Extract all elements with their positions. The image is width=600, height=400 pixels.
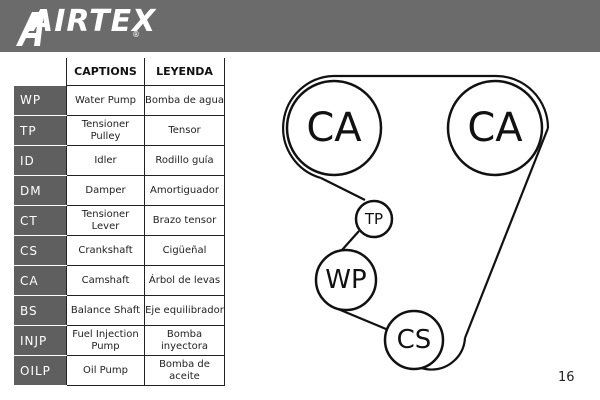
row-code: OILP	[14, 355, 67, 386]
belt-segment-tp-wp	[341, 230, 360, 251]
brand-header: AIRTEX ®	[0, 0, 600, 52]
belt-segment-ca-tp	[320, 177, 366, 201]
row-caption: Idler	[66, 145, 145, 176]
row-leyenda: Eje equilibrador	[144, 295, 225, 326]
row-code: TP	[14, 115, 67, 146]
row-leyenda: Bomba inyectora	[144, 325, 225, 356]
row-leyenda: Bomba de agua	[144, 85, 225, 116]
page-number: 16	[558, 370, 575, 385]
brand-name: AIRTEX	[30, 4, 157, 39]
row-leyenda: Rodillo guía	[144, 145, 225, 176]
pulley-ca-right-label: CA	[467, 105, 523, 151]
row-leyenda: Tensor	[144, 115, 225, 146]
row-caption: Damper	[66, 175, 145, 206]
belt-segment-right	[463, 127, 550, 339]
row-leyenda: Brazo tensor	[144, 205, 225, 236]
row-leyenda: Amortiguador	[144, 175, 225, 206]
row-code: INJP	[14, 325, 67, 356]
belt-wrap-ca-left	[282, 74, 334, 180]
belt-routing-diagram: CA CA TP WP CS	[282, 74, 550, 371]
row-caption: Camshaft	[66, 265, 145, 296]
row-code: BS	[14, 295, 67, 326]
belt-wrap-ca-right	[495, 74, 550, 129]
row-code: WP	[14, 85, 67, 116]
row-caption: Tensioner Lever	[66, 205, 145, 236]
pulley-cs-label: CS	[397, 325, 432, 355]
airtex-logo	[16, 12, 44, 46]
row-code: ID	[14, 145, 67, 176]
row-leyenda: Bomba de aceite	[144, 355, 225, 386]
pulley-tp: TP	[354, 199, 394, 239]
row-caption: Water Pump	[66, 85, 145, 116]
pulley-tp-label: TP	[364, 210, 383, 228]
pulley-wp: WP	[314, 248, 378, 312]
pulley-wp-label: WP	[325, 265, 366, 295]
pulley-ca-left: CA	[285, 79, 383, 177]
table-header-row: CAPTIONS LEYENDA	[14, 58, 225, 86]
row-code: CS	[14, 235, 67, 266]
row-caption: Crankshaft	[66, 235, 145, 266]
row-leyenda: Cigüeñal	[144, 235, 225, 266]
row-caption: Balance Shaft	[66, 295, 145, 326]
row-code: CA	[14, 265, 67, 296]
row-caption: Tensioner Pulley	[66, 115, 145, 146]
table-corner	[14, 58, 67, 86]
pulley-ca-left-label: CA	[306, 105, 362, 151]
row-leyenda: Árbol de levas	[144, 265, 225, 296]
row-code: CT	[14, 205, 67, 236]
registered-mark: ®	[132, 30, 140, 39]
row-code: DM	[14, 175, 67, 206]
pulley-ca-right: CA	[446, 79, 544, 177]
captions-header: CAPTIONS	[66, 58, 145, 86]
row-caption: Fuel Injection Pump	[66, 325, 145, 356]
row-caption: Oil Pump	[66, 355, 145, 386]
pulley-cs: CS	[383, 309, 445, 371]
leyenda-header: LEYENDA	[144, 58, 225, 86]
